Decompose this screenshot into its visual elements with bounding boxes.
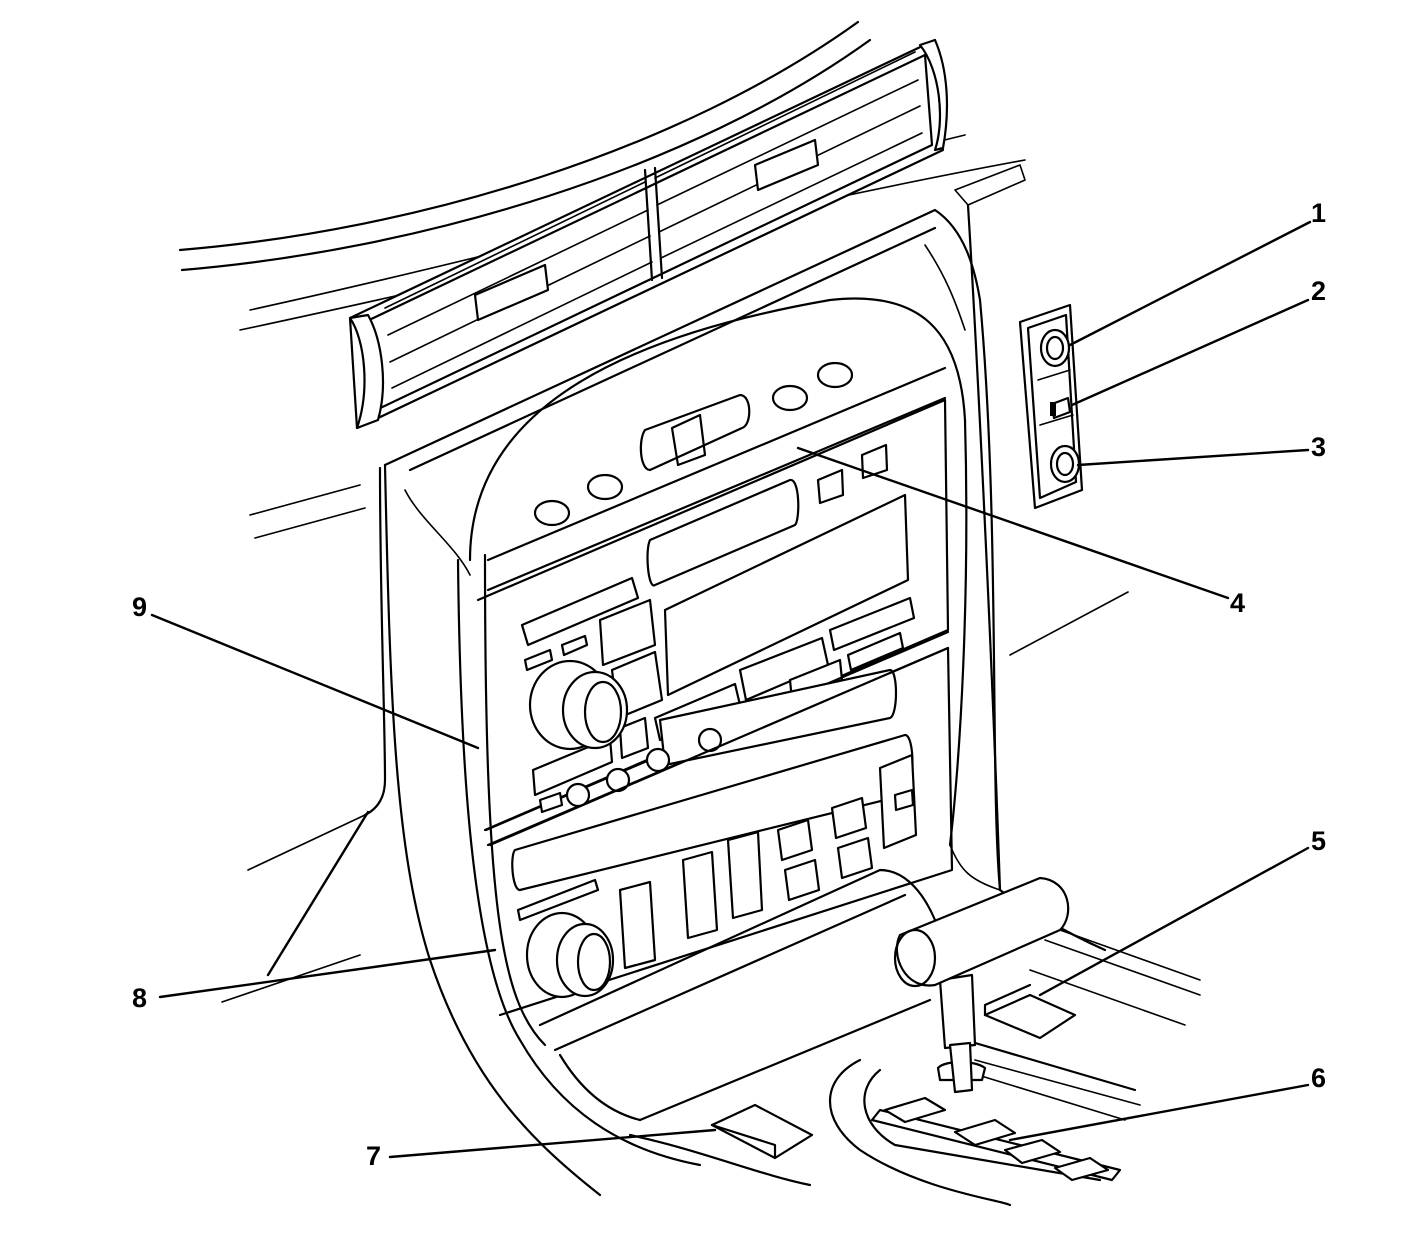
callout-3: 3 xyxy=(1311,432,1327,462)
upper-control-strip xyxy=(486,361,947,592)
callout-7: 7 xyxy=(366,1141,382,1171)
radio-faceplate xyxy=(476,398,950,847)
callout-9: 9 xyxy=(132,592,148,622)
climate-control-panel xyxy=(488,646,954,1017)
leader-line-6 xyxy=(1008,1083,1310,1142)
leader-line-9 xyxy=(150,613,480,750)
leader-line-7 xyxy=(388,1128,717,1159)
leader-line-8a xyxy=(158,948,497,999)
console-bezel xyxy=(363,164,1107,1197)
gear-shifter xyxy=(828,876,1201,1207)
leader-line-4 xyxy=(796,446,1230,600)
leader-line-3 xyxy=(1076,448,1310,467)
leader-line-1 xyxy=(1068,220,1312,347)
leader-lines xyxy=(150,220,1312,1159)
callout-2: 2 xyxy=(1311,276,1327,306)
callout-8: 8 xyxy=(132,983,148,1013)
lower-console xyxy=(538,868,937,1187)
callout-6: 6 xyxy=(1311,1063,1327,1093)
leader-line-2 xyxy=(1070,298,1310,407)
callout-4: 4 xyxy=(1230,588,1246,618)
leader-line-8b xyxy=(266,810,370,977)
callout-5: 5 xyxy=(1311,826,1327,856)
leader-line-5 xyxy=(1038,846,1310,997)
air-vent xyxy=(348,38,949,430)
switch-panel xyxy=(1018,303,1084,510)
callout-1: 1 xyxy=(1311,198,1327,228)
